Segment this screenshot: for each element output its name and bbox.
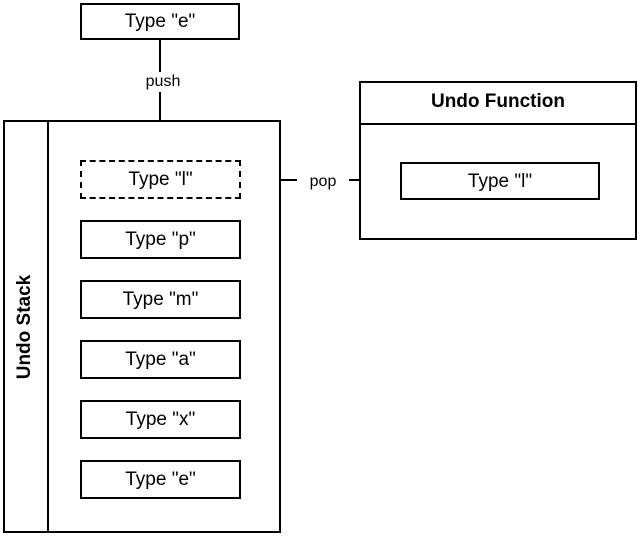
pop-edge-label-text: pop	[309, 173, 337, 190]
push-edge-label-text: push	[145, 73, 181, 90]
undo-stack-title-divider	[47, 120, 49, 533]
stack-item-label: Type "m"	[122, 289, 199, 310]
stack-item-2[interactable]: Type "m"	[80, 280, 241, 319]
stack-item-0[interactable]: Type "l"	[80, 160, 241, 199]
stack-item-label: Type "x"	[125, 409, 196, 430]
stack-item-label: Type "l"	[128, 169, 193, 190]
stack-item-5[interactable]: Type "e"	[80, 460, 241, 499]
undo-function-title-divider	[359, 123, 637, 125]
push-edge-label: push	[133, 72, 193, 92]
pop-edge-label: pop	[297, 172, 349, 192]
input-action-box[interactable]: Type "e"	[80, 3, 240, 40]
undo-function-item-label: Type "l"	[467, 170, 533, 192]
undo-function-title-text: Undo Function	[430, 91, 566, 112]
stack-item-4[interactable]: Type "x"	[80, 400, 241, 439]
stack-item-1[interactable]: Type "p"	[80, 220, 241, 259]
undo-stack-title: Undo Stack	[14, 267, 36, 387]
undo-function-title: Undo Function	[359, 81, 637, 123]
undo-function-item-0[interactable]: Type "l"	[400, 162, 600, 200]
stack-item-label: Type "a"	[125, 349, 196, 370]
stack-item-label: Type "e"	[125, 469, 196, 490]
input-action-label: Type "e"	[124, 11, 196, 32]
stack-item-label: Type "p"	[125, 229, 196, 250]
undo-function-panel	[359, 81, 637, 240]
undo-stack-title-text: Undo Stack	[14, 274, 35, 380]
stack-item-3[interactable]: Type "a"	[80, 340, 241, 379]
